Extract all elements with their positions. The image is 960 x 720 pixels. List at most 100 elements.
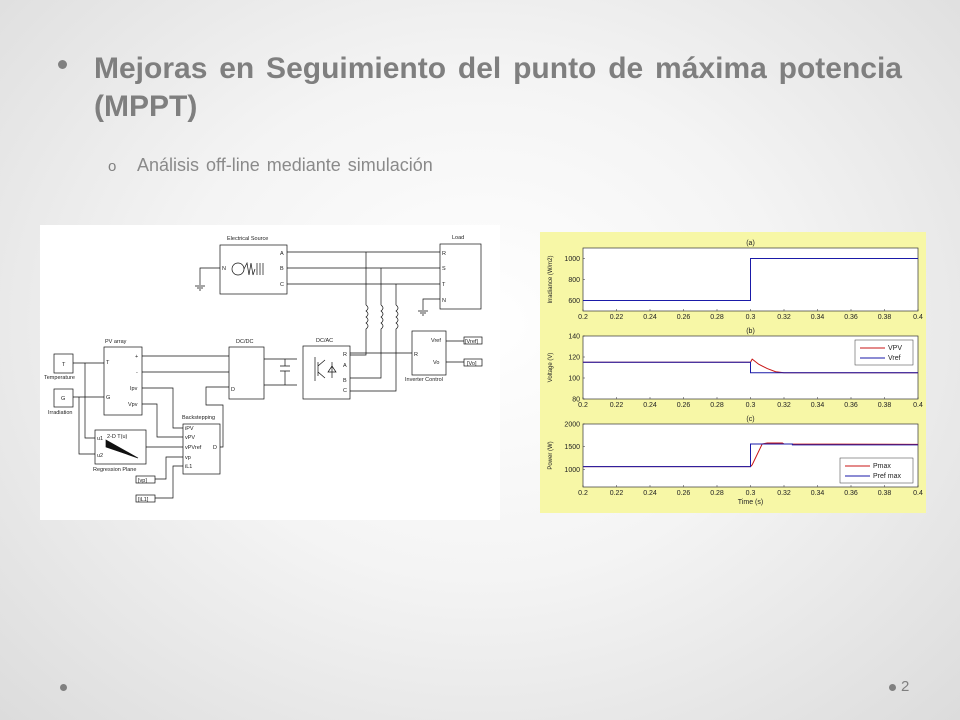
y-tick-label: 2000 [564, 422, 580, 429]
svg-text:N: N [442, 298, 446, 304]
tag-vref: [Vref] [465, 339, 478, 345]
svg-text:-: - [136, 370, 138, 376]
x-tick-label: 0.28 [710, 314, 724, 321]
svg-text:iPV: iPV [185, 426, 194, 432]
svg-text:S: S [442, 266, 446, 272]
dcac-block [302, 345, 351, 400]
label-irradiation: Irradiation [48, 410, 72, 416]
x-tick-label: 0.36 [844, 402, 858, 409]
x-tick-label: 0.38 [878, 314, 892, 321]
load-block [439, 243, 482, 310]
label-electrical-source: Electrical Source [227, 236, 268, 242]
y-tick-label: 80 [572, 397, 580, 404]
electrical-source-block [219, 244, 288, 295]
g-block-label: G [61, 396, 65, 402]
x-tick-label: 0.26 [677, 314, 691, 321]
x-tick-label: 0.2 [578, 402, 588, 409]
svg-text:Vpv: Vpv [128, 402, 138, 408]
x-tick-label: 0.22 [610, 490, 624, 497]
svg-text:B: B [280, 266, 284, 272]
sub-bullet-marker: o [108, 158, 117, 175]
svg-text:iL1: iL1 [185, 464, 192, 470]
subplot-title: (a) [746, 240, 755, 247]
x-tick-label: 0.4 [913, 490, 923, 497]
y-axis-label: Power (W) [548, 441, 554, 469]
tag-il1: [iL1] [138, 497, 149, 503]
x-tick-label: 0.3 [746, 314, 756, 321]
series-g [583, 258, 918, 301]
temperature-block [53, 353, 74, 374]
y-tick-label: 140 [568, 334, 580, 341]
label-inverter-control: Inverter Control [405, 377, 443, 383]
svg-text:R: R [343, 352, 347, 358]
title-bullet [58, 60, 67, 69]
x-tick-label: 0.2 [578, 490, 588, 497]
x-tick-label: 0.4 [913, 402, 923, 409]
x-tick-label: 0.3 [746, 402, 756, 409]
tag-vo: [Vo] [467, 361, 477, 367]
svg-text:vPVref: vPVref [185, 445, 202, 451]
legend-box [839, 457, 914, 484]
svg-text:G: G [106, 395, 110, 401]
x-tick-label: 0.4 [913, 314, 923, 321]
tag-vp: [vp] [138, 478, 147, 484]
x-tick-label: 0.38 [878, 490, 892, 497]
simulation-results-chart: (a) 0.2 0.22 0.24 0.26 0.28 0.3 0.32 0.34 0.36 0.3… [540, 232, 926, 513]
x-tick-label: 0.24 [643, 314, 657, 321]
x-axis-label: Time (s) [738, 499, 763, 506]
label-dcdc: DC/DC [236, 339, 253, 345]
x-tick-label: 0.26 [677, 402, 691, 409]
x-tick-label: 0.28 [710, 490, 724, 497]
svg-text:T: T [106, 360, 110, 366]
page-number: 2 [901, 678, 910, 695]
simulink-diagram: Electrical Source Load PV array DC/DC DC… [40, 225, 500, 520]
label-pv-array: PV array [105, 339, 127, 345]
x-tick-label: 0.32 [777, 490, 791, 497]
x-tick-label: 0.26 [677, 490, 691, 497]
svg-text:C: C [280, 282, 284, 288]
y-tick-label: 800 [568, 277, 580, 284]
series-vref [583, 361, 918, 374]
legend-label: Pref max [873, 473, 902, 480]
y-tick-label: 100 [568, 376, 580, 383]
svg-text:A: A [343, 363, 347, 369]
x-tick-label: 0.32 [777, 314, 791, 321]
footer-dot-left [60, 684, 67, 691]
regression-fn-label: 2-D T(u) [107, 434, 128, 440]
x-tick-label: 0.22 [610, 402, 624, 409]
svg-text:T: T [442, 282, 446, 288]
x-tick-label: 0.3 [746, 490, 756, 497]
x-tick-label: 0.32 [777, 402, 791, 409]
y-tick-label: 1500 [564, 444, 580, 451]
x-tick-label: 0.34 [811, 314, 825, 321]
svg-text:B: B [343, 378, 347, 384]
x-tick-label: 0.24 [643, 402, 657, 409]
svg-text:D: D [213, 445, 217, 451]
legend-label: VPV [888, 345, 902, 352]
x-tick-label: 0.24 [643, 490, 657, 497]
slide-title: Mejoras en Seguimiento del punto de máxi… [94, 52, 902, 123]
series-pref-max [583, 443, 918, 468]
slide-subtitle: Análisis off-line mediante simulación [137, 155, 433, 175]
x-tick-label: 0.22 [610, 314, 624, 321]
subplot-title: (c) [746, 416, 754, 423]
svg-text:+: + [135, 354, 138, 360]
y-axis-label: Voltage (V) [548, 353, 554, 383]
x-tick-label: 0.36 [844, 490, 858, 497]
y-tick-label: 600 [568, 298, 580, 305]
svg-text:vPV: vPV [185, 435, 195, 441]
footer-dot-right [889, 684, 896, 691]
pv-array-block [103, 346, 143, 416]
svg-text:C: C [343, 388, 347, 394]
x-tick-label: 0.34 [811, 490, 825, 497]
svg-text:N: N [222, 266, 226, 272]
subplot-title: (b) [746, 328, 755, 335]
label-dcac: DC/AC [316, 338, 333, 344]
t-block-label: T [62, 362, 66, 368]
svg-text:R: R [414, 352, 418, 358]
y-tick-label: 1000 [564, 467, 580, 474]
svg-text:A: A [280, 251, 284, 257]
label-regression-plane: Regression Plane [93, 467, 136, 473]
legend-label: Pmax [873, 463, 891, 470]
x-tick-label: 0.34 [811, 402, 825, 409]
